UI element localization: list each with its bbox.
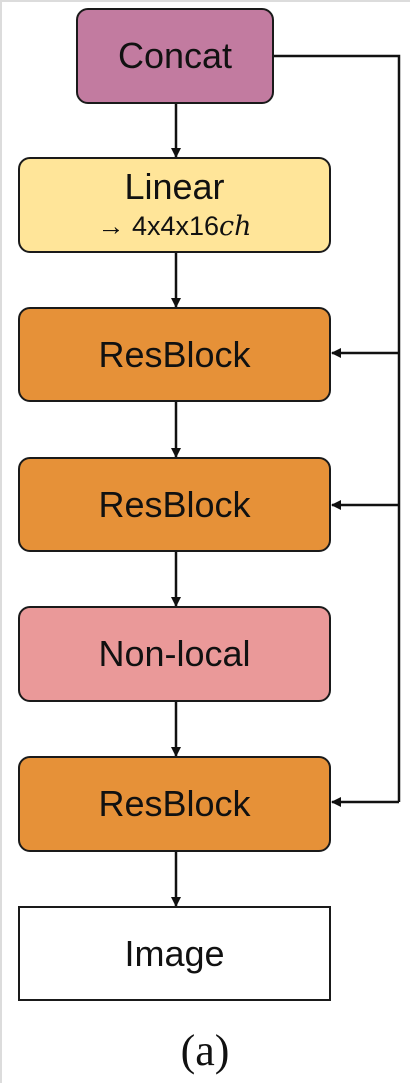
linear-channel-var: ch [219,211,252,243]
resblock-2-label: ResBlock [98,483,251,525]
image-node: Image [18,906,331,1001]
concat-node: Concat [76,8,274,104]
linear-label: Linear [124,166,225,208]
concat-label: Concat [117,35,233,77]
resblock-1-label: ResBlock [98,333,251,375]
figure-caption: (a) [180,1026,230,1075]
linear-output-shape: → 4x4x16ch [97,212,251,241]
image-label: Image [124,932,225,974]
resblock-node-3: ResBlock [18,756,331,852]
linear-node: Linear → 4x4x16ch [18,157,331,253]
resblock-node-2: ResBlock [18,457,331,552]
linear-dims: 4x4x16 [131,211,220,242]
resblock-3-label: ResBlock [98,783,251,825]
non-local-node: Non-local [18,606,331,702]
linear-arrow-glyph: → [97,211,125,242]
skip-connection-rail [273,54,401,802]
resblock-node-1: ResBlock [18,307,331,402]
non-local-label: Non-local [98,633,251,675]
frame-left-edge [0,0,2,1083]
frame-top-edge [0,0,410,2]
